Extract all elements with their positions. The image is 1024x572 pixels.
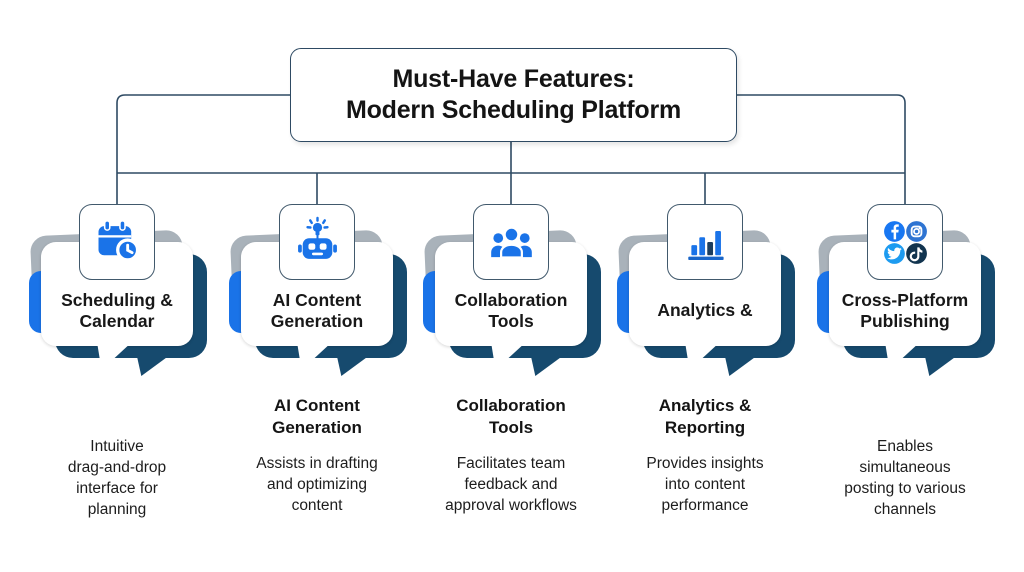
heading-line: Tools	[488, 418, 534, 437]
body-line: Facilitates team	[456, 455, 566, 472]
label-line: AI Content	[272, 289, 362, 310]
heading-line: Collaboration	[456, 396, 566, 415]
feature-description-cross-platform-publishing: Enables simultaneous posting to various cha…	[805, 395, 1005, 520]
body-line: approval workflows	[445, 497, 577, 514]
body-line: content	[291, 497, 343, 514]
feature-icon-box	[473, 204, 549, 280]
bar-chart-icon	[687, 230, 724, 260]
facebook-icon	[883, 220, 905, 242]
description-body: Facilitates team feedback and approval wor…	[411, 453, 611, 516]
body-line: channels	[873, 501, 937, 518]
heading-line: Reporting	[664, 418, 746, 437]
body-line: Enables	[876, 438, 933, 455]
body-line: and optimizing	[267, 476, 367, 493]
heading-line: Analytics &	[658, 396, 752, 415]
feature-icon-box	[867, 204, 943, 280]
label-line: Cross-Platform	[841, 289, 969, 310]
heading-line: AI Content	[274, 396, 360, 415]
title-line-1: Must-Have Features:	[392, 65, 635, 93]
body-line: simultaneous	[859, 459, 951, 476]
feature-icon-box	[667, 204, 743, 280]
calendar-clock-icon	[98, 219, 139, 262]
team-people-icon	[490, 226, 532, 259]
body-line: Intuitive	[90, 438, 144, 455]
robot-ai-icon	[297, 216, 337, 259]
title-box: Must-Have Features: Modern Scheduling Pl…	[290, 48, 737, 142]
connector-right-branch	[735, 94, 906, 204]
feature-card-analytics-reporting: Analytics &	[617, 204, 795, 376]
body-line: into content	[664, 476, 746, 493]
title-line-2: Modern Scheduling Platform	[345, 96, 682, 124]
feature-icon-box	[79, 204, 155, 280]
connector-left-branch	[116, 94, 290, 204]
body-line: performance	[661, 497, 749, 514]
body-line: posting to various	[844, 480, 966, 497]
label-line: Tools	[488, 311, 534, 331]
label-line: Generation	[270, 311, 364, 331]
feature-card-scheduling-calendar: Scheduling &Calendar	[29, 204, 207, 376]
instagram-icon	[905, 220, 927, 242]
description-body: Intuitive drag-and-drop interface for plann…	[17, 436, 217, 520]
feature-card-label: Analytics &	[629, 280, 781, 342]
feature-description-scheduling-calendar: Intuitive drag-and-drop interface for plann…	[17, 395, 217, 520]
tiktok-icon	[905, 242, 927, 264]
body-line: Provides insights	[646, 455, 764, 472]
label-line: Calendar	[79, 311, 155, 331]
description-body: Provides insights into content performance	[605, 453, 805, 516]
description-heading: Analytics & Reporting	[605, 395, 805, 439]
heading-line: Generation	[272, 418, 362, 437]
feature-icon-box	[279, 204, 355, 280]
feature-card-label: Scheduling &Calendar	[41, 280, 193, 342]
label-line: Publishing	[860, 311, 950, 331]
description-body: Assists in drafting and optimizing content	[217, 453, 417, 516]
description-body: Enables simultaneous posting to various cha…	[805, 436, 1005, 520]
body-line: Assists in drafting	[256, 455, 378, 472]
social-platforms-icon	[883, 220, 927, 264]
body-line: planning	[87, 501, 147, 518]
label-line: Analytics &	[657, 300, 753, 321]
label-line: Collaboration	[454, 289, 568, 310]
label-line: Scheduling &	[61, 289, 173, 310]
body-line: feedback and	[464, 476, 558, 493]
body-line: drag-and-drop	[67, 459, 167, 476]
body-line: interface for	[76, 480, 158, 497]
twitter-icon	[883, 242, 905, 264]
